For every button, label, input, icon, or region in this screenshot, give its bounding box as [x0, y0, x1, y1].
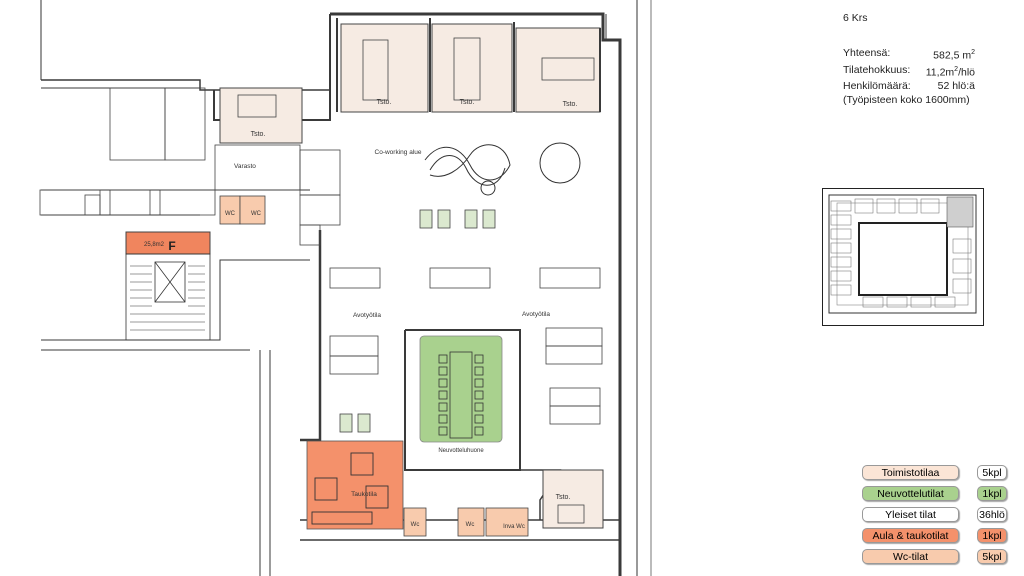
legend-item: Neuvottelutilat 1kpl [862, 486, 1007, 501]
label-varasto: Varasto [234, 163, 256, 170]
area-summary: 6 Krs Yhteensä: 582,5 m2 Tilatehokkuus: … [843, 12, 975, 107]
label-tsto-5: Tsto. [556, 494, 571, 501]
meeting-room [419, 335, 503, 443]
label-wc-3: Wc [411, 522, 420, 528]
coworking-desk [424, 142, 581, 196]
label-tsto-4: Tsto. [563, 101, 578, 108]
legend-item-count: 36hlö [977, 507, 1007, 522]
label-lobby-letter: F [168, 239, 175, 253]
legend-item-count: 1kpl [977, 528, 1007, 543]
wc-room-2 [239, 195, 266, 225]
legend-item: Wc-tilat 5kpl [862, 549, 1007, 564]
floor-label: 6 Krs [843, 12, 868, 24]
label-wc-4: Wc [466, 522, 475, 528]
total-value: 582,5 m2 [933, 49, 975, 62]
legend-item-count: 1kpl [977, 486, 1007, 501]
break-room [306, 440, 404, 530]
label-coworking: Co-working alue [375, 149, 422, 156]
label-tsto-2: Tsto. [377, 99, 392, 106]
legend-item: Yleiset tilat 36hlö [862, 507, 1007, 522]
office-room-2 [340, 23, 429, 113]
efficiency-value: 11,2m2/hlö [925, 65, 975, 79]
legend-item-name: Toimistotilaa [862, 465, 959, 480]
legend-item-name: Neuvottelutilat [862, 486, 959, 501]
legend-item-count: 5kpl [977, 465, 1007, 480]
label-tsto-1: Tsto. [251, 131, 266, 138]
wc-room-3 [403, 507, 427, 537]
label-tsto-3: Tsto. [460, 99, 475, 106]
label-avotyotila-1: Avotyötila [353, 312, 381, 319]
legend-item-count: 5kpl [977, 549, 1007, 564]
legend-item: Toimistotilaa 5kpl [862, 465, 1007, 480]
key-plan-minimap [822, 188, 984, 326]
office-room-4 [515, 27, 601, 113]
people-value: 52 hlö:ä [937, 80, 975, 92]
label-wc-1: WC [225, 211, 236, 217]
wc-room-4 [457, 507, 485, 537]
wc-room-5 [485, 507, 529, 537]
legend-item: Aula & taukotilat 1kpl [862, 528, 1007, 543]
legend-item-name: Aula & taukotilat [862, 528, 959, 543]
label-avotyotila-2: Avotyötila [522, 311, 550, 318]
office-room-1 [219, 87, 303, 144]
floor-plan: Tsto. Tsto. Tsto. Tsto. Tsto. Varasto WC… [39, 0, 652, 576]
total-label: Yhteensä: [843, 47, 891, 59]
stairwell [125, 253, 211, 341]
efficiency-label: Tilatehokkuus: [843, 63, 911, 76]
people-label: Henkilömäärä: [843, 80, 911, 92]
office-room-3 [431, 23, 513, 113]
legend-item-name: Wc-tilat [862, 549, 959, 564]
workstation-note: (Työpisteen koko 1600mm) [843, 94, 970, 106]
wc-room-1 [219, 195, 241, 225]
label-wc-2: WC [251, 211, 262, 217]
label-lobby-area: 25,8m2 [144, 242, 165, 248]
legend-item-name: Yleiset tilat [862, 507, 959, 522]
label-taukotila: Taukotila [351, 491, 377, 498]
office-room-5 [542, 469, 604, 529]
label-inva-wc: Inva Wc [503, 524, 525, 530]
label-neuvotteluhuone: Neuvotteluhuone [438, 448, 484, 454]
